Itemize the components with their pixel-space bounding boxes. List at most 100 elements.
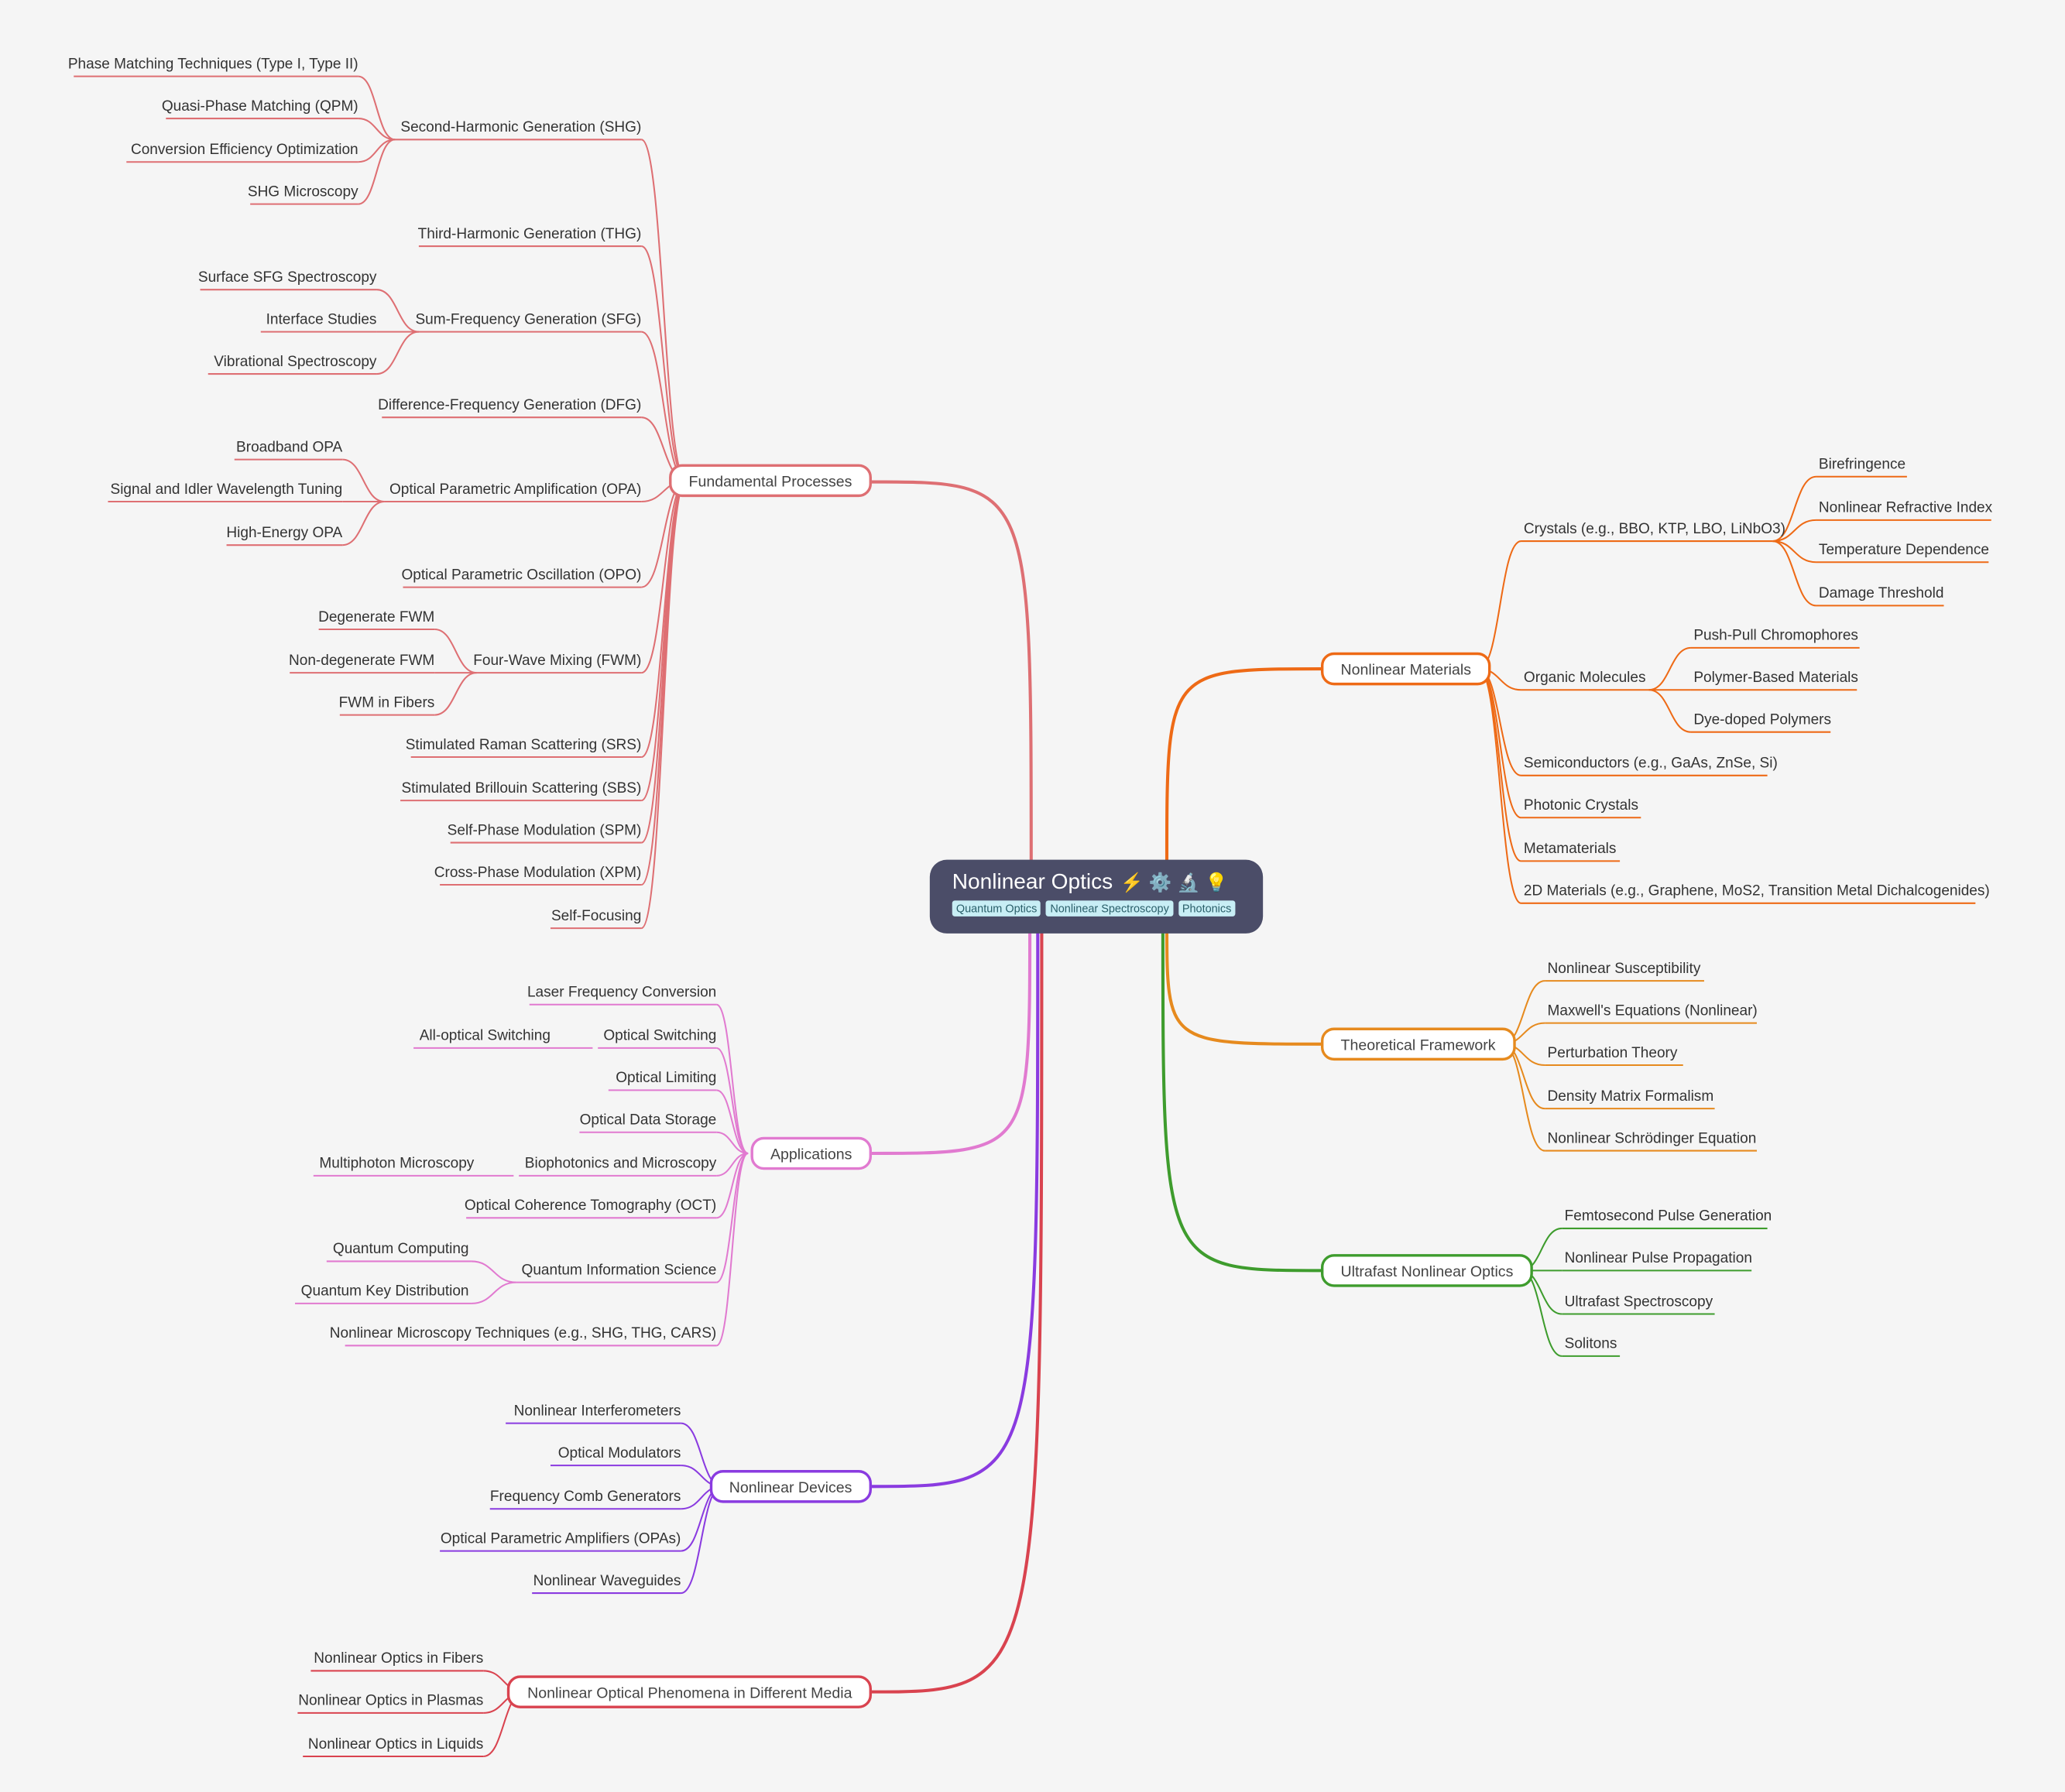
node-device-4[interactable]: Nonlinear Waveguides	[533, 1573, 681, 1589]
tag-nonlinear-spectroscopy[interactable]: Nonlinear Spectroscopy	[1046, 900, 1173, 917]
node-shg-child-0[interactable]: Phase Matching Techniques (Type I, Type …	[67, 57, 358, 73]
node-ultra-2[interactable]: Ultrafast Spectroscopy	[1564, 1293, 1713, 1311]
node-org-child-1[interactable]: Polymer-Based Materials	[1693, 670, 1858, 687]
link-mat-phc	[1478, 668, 1521, 819]
tag-quantum-optics[interactable]: Quantum Optics	[952, 900, 1041, 917]
node-sfg-child-1[interactable]: Interface Studies	[266, 312, 377, 328]
node-ultra-1[interactable]: Nonlinear Pulse Propagation	[1564, 1250, 1752, 1267]
node-theory-2[interactable]: Perturbation Theory	[1547, 1045, 1678, 1061]
node-shg-child-2[interactable]: Conversion Efficiency Optimization	[130, 142, 358, 159]
node-lfc[interactable]: Laser Frequency Conversion	[527, 985, 717, 1001]
node-media-0[interactable]: Nonlinear Optics in Fibers	[314, 1650, 484, 1667]
node-sfg[interactable]: Sum-Frequency Generation (SFG)	[415, 312, 642, 328]
node-shg-child-1[interactable]: Quasi-Phase Matching (QPM)	[161, 98, 358, 115]
link-org-0	[1648, 646, 1692, 691]
node-fwm-child-0[interactable]: Degenerate FWM	[318, 609, 435, 625]
node-org-child-2[interactable]: Dye-doped Polymers	[1693, 712, 1832, 728]
link-shg-child-2	[358, 139, 396, 163]
node-org[interactable]: Organic Molecules	[1523, 670, 1646, 687]
link-mat-meta	[1478, 668, 1521, 862]
link-fund-shg	[640, 139, 687, 481]
node-opa-child-2[interactable]: High-Energy OPA	[226, 525, 343, 542]
node-fwm-child-1[interactable]: Non-degenerate FWM	[289, 653, 435, 670]
link-org-2	[1648, 689, 1692, 733]
node-osw-child-0[interactable]: All-optical Switching	[419, 1028, 551, 1044]
link-root-media	[871, 932, 1044, 1694]
node-opo[interactable]: Optical Parametric Oscillation (OPO)	[401, 567, 642, 584]
node-srs[interactable]: Stimulated Raman Scattering (SRS)	[405, 737, 642, 753]
node-theory-0[interactable]: Nonlinear Susceptibility	[1547, 961, 1701, 978]
node-spm[interactable]: Self-Phase Modulation (SPM)	[447, 823, 642, 839]
node-twod[interactable]: 2D Materials (e.g., Graphene, MoS2, Tran…	[1523, 883, 1990, 899]
node-device-3[interactable]: Optical Parametric Amplifiers (OPAs)	[440, 1531, 681, 1547]
link-sfg-child-0	[376, 289, 419, 333]
node-cry-child-2[interactable]: Temperature Dependence	[1818, 542, 1989, 559]
root-node[interactable]: Nonlinear Optics⚡ ⚙️ 🔬 💡 Quantum Optics …	[929, 859, 1264, 934]
node-dfg[interactable]: Difference-Frequency Generation (DFG)	[378, 397, 642, 414]
node-olim[interactable]: Optical Limiting	[616, 1070, 717, 1087]
node-theory-3[interactable]: Density Matrix Formalism	[1547, 1088, 1714, 1105]
node-device-1[interactable]: Optical Modulators	[557, 1445, 681, 1461]
node-opa-child-0[interactable]: Broadband OPA	[236, 440, 343, 456]
node-cry-child-0[interactable]: Birefringence	[1818, 457, 1906, 473]
node-device-0[interactable]: Nonlinear Interferometers	[513, 1403, 681, 1420]
link-fund-xpm	[640, 479, 687, 886]
node-cry-child-1[interactable]: Nonlinear Refractive Index	[1818, 500, 1993, 516]
node-shg[interactable]: Second-Harmonic Generation (SHG)	[400, 119, 642, 136]
node-osw[interactable]: Optical Switching	[603, 1028, 717, 1044]
node-nmt[interactable]: Nonlinear Microscopy Techniques (e.g., S…	[329, 1325, 717, 1342]
link-opa-child-2	[342, 501, 385, 547]
link-dev-4	[681, 1485, 722, 1595]
node-sbs[interactable]: Stimulated Brillouin Scattering (SBS)	[401, 780, 642, 797]
node-phc[interactable]: Photonic Crystals	[1523, 797, 1639, 814]
node-meta[interactable]: Metamaterials	[1523, 841, 1617, 858]
node-shg-child-3[interactable]: SHG Microscopy	[247, 184, 358, 200]
node-bio-child-0[interactable]: Multiphoton Microscopy	[319, 1156, 475, 1172]
node-thg[interactable]: Third-Harmonic Generation (THG)	[417, 226, 642, 242]
node-media-1[interactable]: Nonlinear Optics in Plasmas	[298, 1693, 484, 1709]
node-qis-child-1[interactable]: Quantum Key Distribution	[300, 1283, 469, 1300]
branch-nonlinear-media[interactable]: Nonlinear Optical Phenomena in Different…	[507, 1675, 872, 1708]
link-app-oct	[716, 1152, 749, 1219]
node-theory-4[interactable]: Nonlinear Schrödinger Equation	[1547, 1131, 1757, 1147]
node-sfg-child-0[interactable]: Surface SFG Spectroscopy	[197, 269, 377, 286]
node-device-2[interactable]: Frequency Comb Generators	[489, 1489, 681, 1506]
node-xpm[interactable]: Cross-Phase Modulation (XPM)	[434, 865, 642, 881]
node-sf[interactable]: Self-Focusing	[551, 908, 642, 925]
branch-nonlinear-devices[interactable]: Nonlinear Devices	[709, 1470, 872, 1503]
node-theory-1[interactable]: Maxwell's Equations (Nonlinear)	[1547, 1003, 1758, 1019]
node-ods[interactable]: Optical Data Storage	[579, 1112, 717, 1129]
node-bio[interactable]: Biophotonics and Microscopy	[524, 1156, 717, 1172]
node-fwm[interactable]: Four-Wave Mixing (FWM)	[473, 653, 642, 670]
node-fwm-child-2[interactable]: FWM in Fibers	[338, 695, 435, 711]
link-shg-child-3	[358, 139, 396, 205]
node-qis-child-0[interactable]: Quantum Computing	[332, 1241, 469, 1258]
branch-theoretical-framework[interactable]: Theoretical Framework	[1320, 1027, 1516, 1061]
node-opa-child-1[interactable]: Signal and Idler Wavelength Tuning	[110, 481, 343, 498]
node-oct[interactable]: Optical Coherence Tomography (OCT)	[464, 1198, 717, 1215]
link-mat-twod	[1478, 668, 1521, 904]
link-cry-2	[1772, 540, 1816, 564]
node-media-2[interactable]: Nonlinear Optics in Liquids	[307, 1736, 484, 1753]
link-app-ods	[716, 1131, 749, 1155]
node-cry[interactable]: Crystals (e.g., BBO, KTP, LBO, LiNbO3)	[1523, 521, 1785, 537]
node-semi[interactable]: Semiconductors (e.g., GaAs, ZnSe, Si)	[1523, 756, 1778, 772]
node-ultra-0[interactable]: Femtosecond Pulse Generation	[1564, 1208, 1772, 1225]
node-opa[interactable]: Optical Parametric Amplification (OPA)	[389, 481, 642, 498]
branch-fundamental-processes[interactable]: Fundamental Processes	[669, 464, 872, 498]
link-root-theory	[1165, 921, 1321, 1046]
link-app-lfc	[715, 1003, 749, 1155]
link-root-devices	[871, 928, 1040, 1489]
branch-nonlinear-materials[interactable]: Nonlinear Materials	[1320, 652, 1491, 686]
tag-photonics[interactable]: Photonics	[1178, 900, 1236, 917]
branch-ultrafast-nonlinear-optics[interactable]: Ultrafast Nonlinear Optics	[1320, 1254, 1533, 1287]
link-app-qis	[715, 1152, 749, 1283]
branch-applications[interactable]: Applications	[750, 1136, 872, 1170]
node-ultra-3[interactable]: Solitons	[1564, 1336, 1617, 1352]
node-qis[interactable]: Quantum Information Science	[521, 1263, 717, 1279]
link-opa-child-0	[342, 458, 385, 503]
node-org-child-0[interactable]: Push-Pull Chromophores	[1693, 628, 1858, 644]
node-sfg-child-2[interactable]: Vibrational Spectroscopy	[214, 354, 377, 370]
link-fund-sbs	[640, 479, 687, 802]
node-cry-child-3[interactable]: Damage Threshold	[1818, 585, 1944, 602]
